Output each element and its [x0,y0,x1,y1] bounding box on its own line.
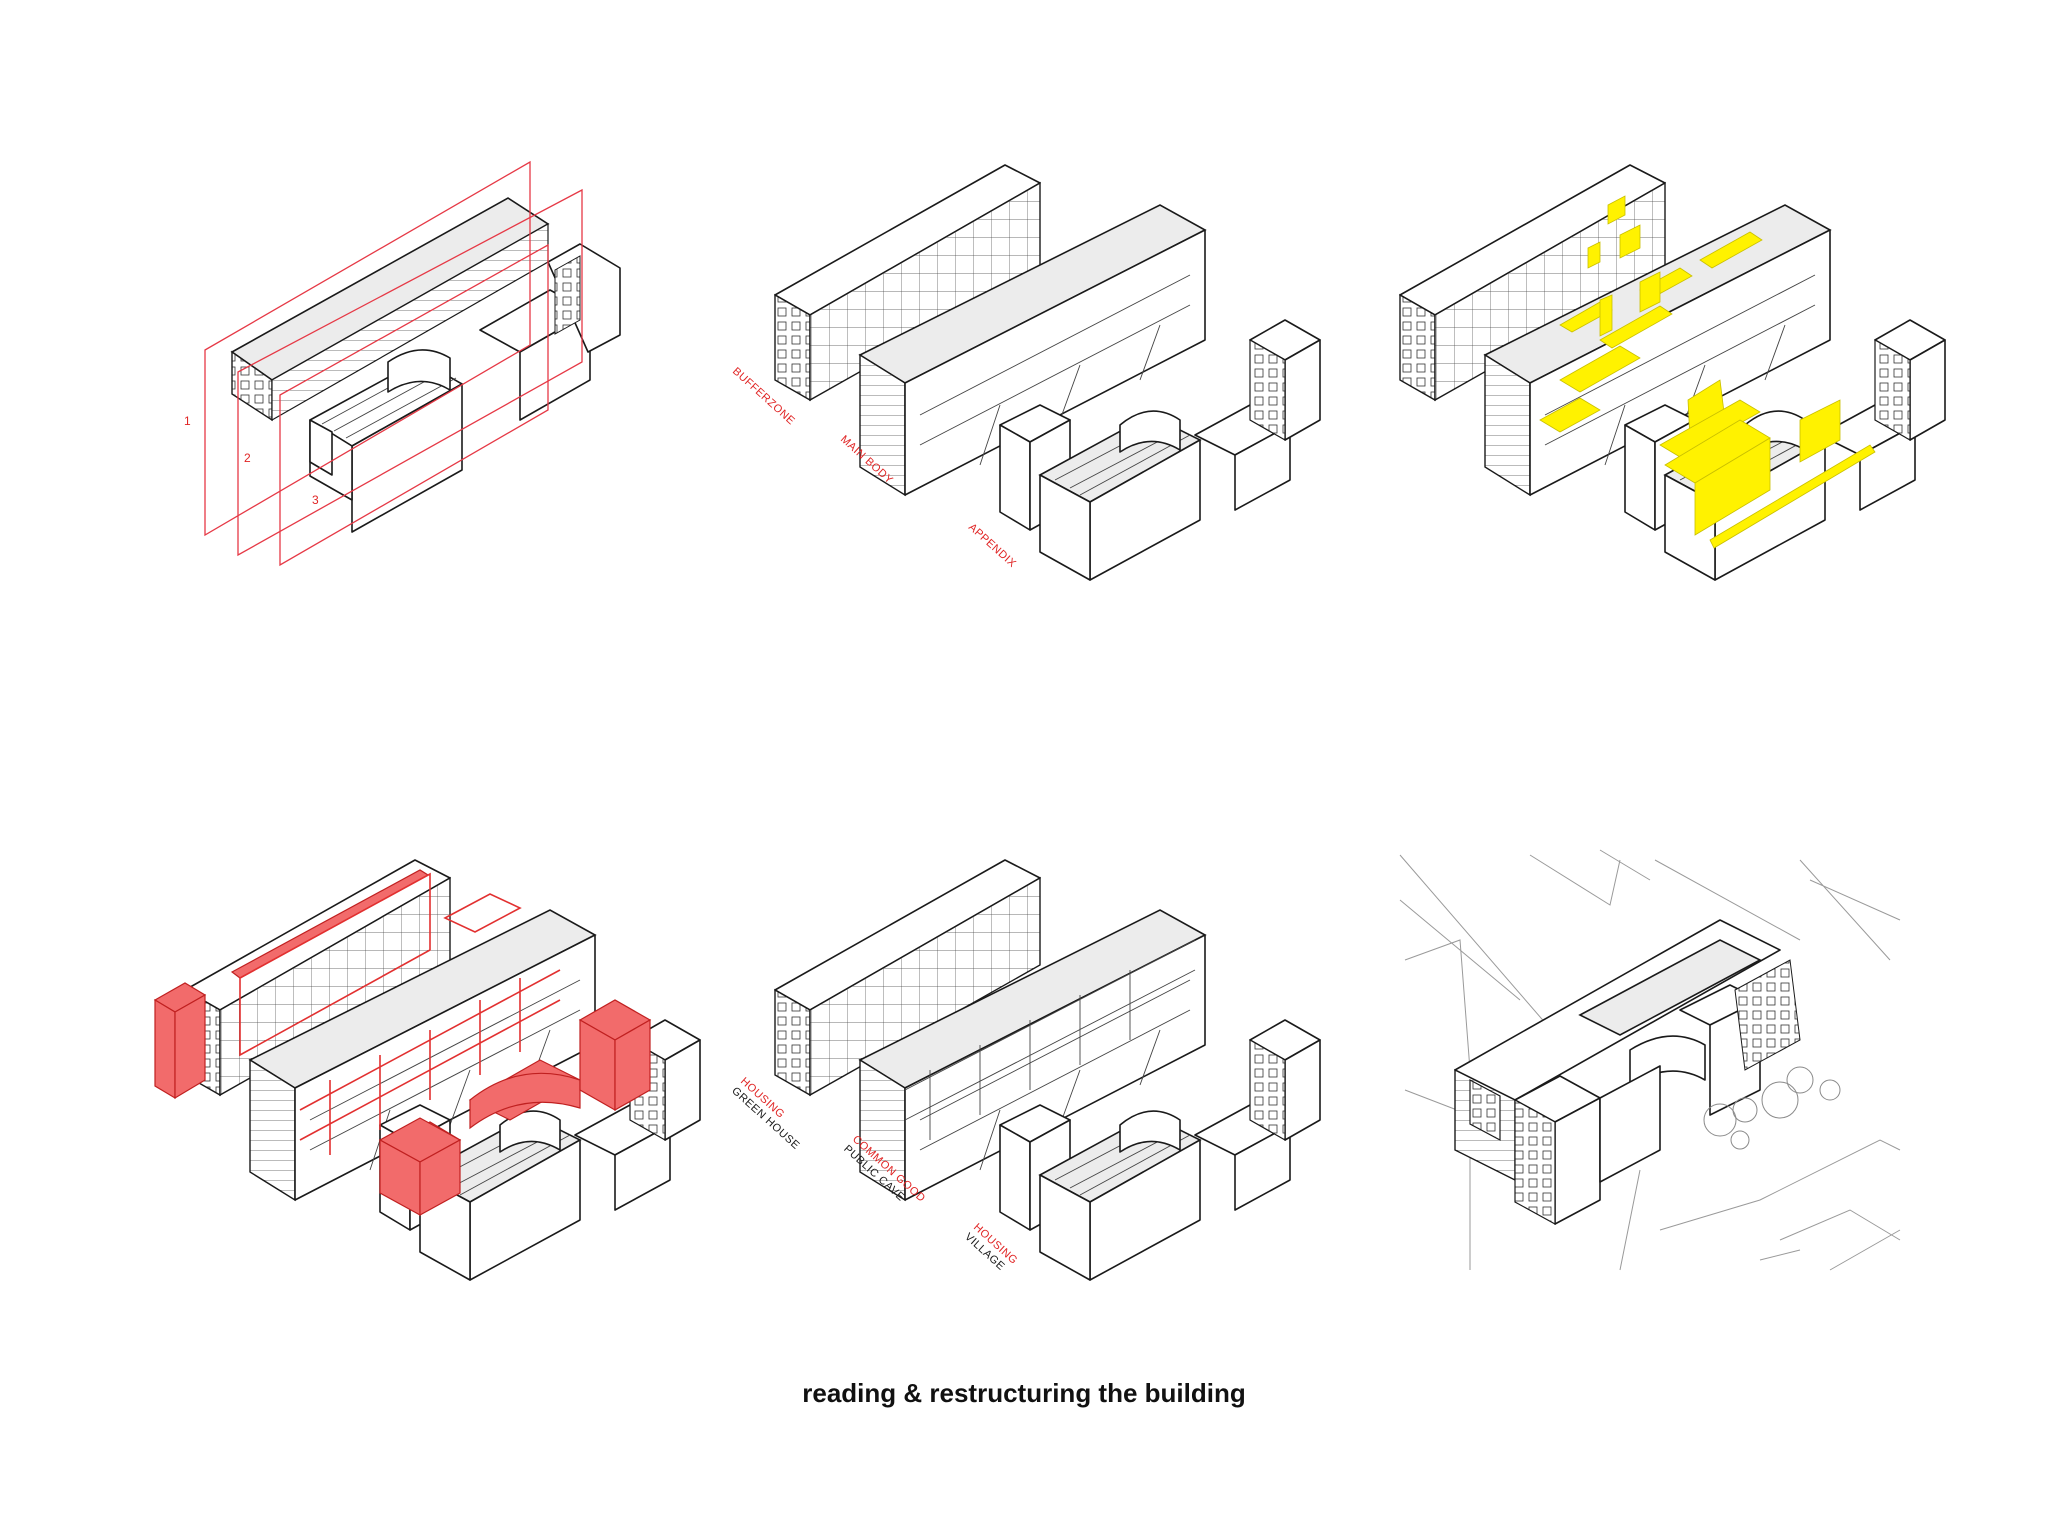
panel-6-context [1399,849,1901,1271]
section-plane-1 [204,160,531,537]
label-appendix: APPENDIX [966,521,1018,570]
panel-2-exploded: BUFFERZONE MAIN BODY APPENDIX [730,164,1321,581]
section-number-3: 3 [312,493,319,507]
section-number-2: 2 [244,451,251,465]
section-plane-2 [237,188,583,557]
panel-1-sections: 1 2 3 [184,160,621,567]
section-plane-3 [279,243,549,567]
panel-4-interventions [153,859,701,1281]
panel-5-program: HOUSING GREEN HOUSE COMMON GOOD PUBLIC C… [729,859,1321,1281]
panel-3-highlights [1399,164,1946,581]
section-number-1: 1 [184,414,191,428]
diagram-caption: reading & restructuring the building [802,1378,1246,1408]
